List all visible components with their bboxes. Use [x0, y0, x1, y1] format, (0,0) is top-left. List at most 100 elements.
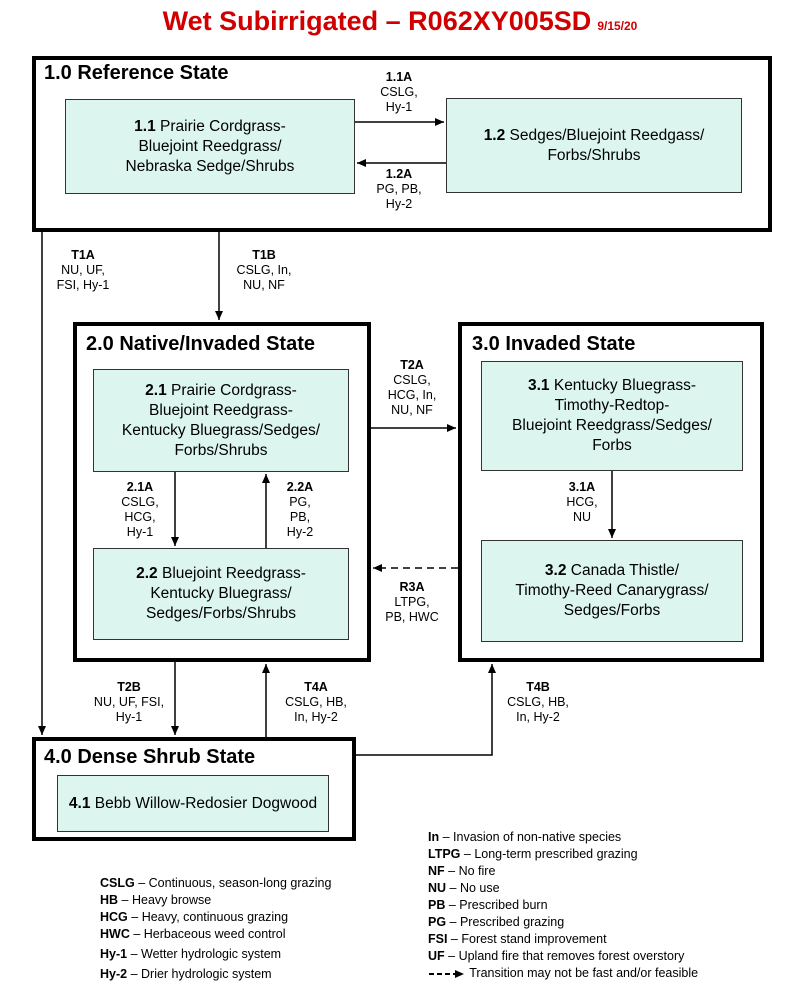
state-3-title: 3.0 Invaded State	[472, 333, 636, 355]
transition-code: 2.1A	[126, 480, 154, 494]
legend-desc: Prescribed grazing	[459, 915, 565, 929]
community-name-line: Kentucky Bluegrass/	[150, 585, 292, 602]
transition-practice-line: NU	[572, 510, 592, 524]
legend-desc: Invasion of non-native species	[453, 830, 622, 844]
transition-practice-line: NU, UF,	[61, 263, 105, 277]
legend-entry: LTPG – Long-term prescribed grazing	[428, 846, 698, 863]
community-2-2-text: 2.2 Bluejoint Reedgrass-Kentucky Bluegra…	[136, 564, 306, 624]
transition-practice-line: HCG, In,	[387, 388, 437, 402]
state-1-title: 1.0 Reference State	[44, 62, 229, 84]
transition-code: R3A	[399, 580, 425, 594]
transition-practice-line: FSI, Hy-1	[56, 278, 110, 292]
legend-desc: Wetter hydrologic system	[141, 947, 282, 961]
community-2-2: 2.2 Bluejoint Reedgrass-Kentucky Bluegra…	[93, 548, 349, 640]
transition-code: T2A	[400, 358, 424, 372]
community-heading: 2.2 Bluejoint Reedgrass-	[136, 564, 306, 584]
community-name-line: Prairie Cordgrass-	[166, 381, 297, 399]
legend-desc: Heavy browse	[131, 893, 212, 907]
community-name-line: Timothy-Reed Canarygrass/	[515, 582, 709, 599]
transition-practice-line: NU, NF	[391, 403, 433, 417]
transition-practice-line: CSLG, HB,	[285, 695, 347, 709]
community-heading: 3.1 Kentucky Bluegrass-	[512, 376, 712, 396]
legend-separator: –	[118, 893, 132, 907]
transition-practice-line: CSLG,	[380, 85, 418, 99]
legend-separator: –	[129, 927, 144, 941]
transition-practice-line: NU, UF, FSI,	[93, 695, 165, 709]
legend-entry: Hy-2 – Drier hydrologic system	[100, 966, 331, 983]
transition-code: T1A	[71, 248, 95, 262]
legend-separator: –	[134, 876, 149, 890]
legend-separator: –	[439, 830, 454, 844]
transition-practice-line: Hy-1	[126, 525, 154, 539]
community-1-2: 1.2 Sedges/Bluejoint Reedgass/Forbs/Shru…	[446, 98, 742, 193]
title-text: Wet Subirrigated – R062XY005SD	[162, 6, 592, 36]
transition-code: 3.1A	[568, 480, 596, 494]
transition-practice-line: PB,	[289, 510, 311, 524]
transition-code: T4A	[304, 680, 328, 694]
arrow-t4b	[356, 664, 496, 756]
transition-code: 1.1A	[385, 70, 413, 84]
community-1-1: 1.1 Prairie Cordgrass-Bluejoint Reedgras…	[65, 99, 355, 194]
transition-code: T2B	[117, 680, 141, 694]
state-2-title: 2.0 Native/Invaded State	[86, 333, 315, 355]
legend-entry: UF – Upland fire that removes forest ove…	[428, 948, 698, 965]
community-number: 2.1	[145, 381, 167, 399]
transition-code: T1B	[252, 248, 276, 262]
community-name-line: Bluejoint Reedgrass/Sedges/	[512, 417, 712, 434]
legend-separator: –	[444, 949, 459, 963]
community-heading: 3.2 Canada Thistle/	[515, 561, 708, 581]
legend-separator: –	[127, 910, 142, 924]
legend-desc: Transition may not be fast and/or feasib…	[469, 966, 699, 980]
legend-desc: Drier hydrologic system	[141, 967, 272, 981]
legend-entry: PG – Prescribed grazing	[428, 914, 698, 931]
legend-abbr: HB	[100, 893, 119, 907]
community-name-line: Sedges/Forbs	[563, 602, 661, 619]
legend-entry: HCG – Heavy, continuous grazing	[100, 909, 331, 926]
legend-desc: Forest stand improvement	[461, 932, 607, 946]
legend-abbr: NU	[428, 881, 447, 895]
legend-abbr: Hy-1	[100, 947, 128, 961]
community-name-line: Forbs/Shrubs	[174, 441, 268, 459]
legend-entry: HB – Heavy browse	[100, 892, 331, 909]
community-name-line: Kentucky Bluegrass-	[549, 377, 697, 394]
community-heading: 4.1 Bebb Willow-Redosier Dogwood	[69, 794, 317, 814]
community-name-line: Bluejoint Reedgrass-	[149, 401, 293, 419]
community-3-2: 3.2 Canada Thistle/Timothy-Reed Canarygr…	[481, 540, 743, 642]
community-3-1: 3.1 Kentucky Bluegrass-Timothy-Redtop-Bl…	[481, 361, 743, 471]
transition-practice-line: LTPG,	[394, 595, 430, 609]
legend-abbr: Hy-2	[100, 967, 128, 981]
state-4-title: 4.0 Dense Shrub State	[44, 746, 256, 768]
community-name-line: Bluejoint Reedgrass/	[138, 137, 282, 155]
transition-practice-line: Hy-2	[385, 197, 413, 211]
legend-entry: CSLG – Continuous, season-long grazing	[100, 875, 331, 892]
transition-practice-line: PG, PB,	[376, 182, 422, 196]
legend-abbr: PG	[428, 915, 447, 929]
community-1-2-text: 1.2 Sedges/Bluejoint Reedgass/Forbs/Shru…	[484, 126, 705, 166]
legend-abbr: HWC	[100, 927, 130, 941]
transition-practice-line: Hy-2	[286, 525, 314, 539]
transition-practice-line: HCG,	[124, 510, 156, 524]
community-name-line: Forbs/Shrubs	[547, 146, 641, 164]
legend-entry: PB – Prescribed burn	[428, 897, 698, 914]
community-heading: 2.1 Prairie Cordgrass-	[122, 381, 320, 401]
community-name-line: Prairie Cordgrass-	[155, 117, 286, 135]
community-name-line: Bluejoint Reedgrass-	[157, 565, 306, 582]
legend-separator: –	[446, 881, 460, 895]
legend-abbr: In	[428, 830, 440, 844]
legend-entry: NU – No use	[428, 880, 698, 897]
community-4-1: 4.1 Bebb Willow-Redosier Dogwood	[57, 775, 329, 832]
transition-practice-line: In, Hy-2	[516, 710, 560, 724]
legend-desc: Continuous, season-long grazing	[148, 876, 332, 890]
transition-practice-line: PG,	[289, 495, 311, 509]
community-name-line: Nebraska Sedge/Shrubs	[125, 157, 295, 175]
